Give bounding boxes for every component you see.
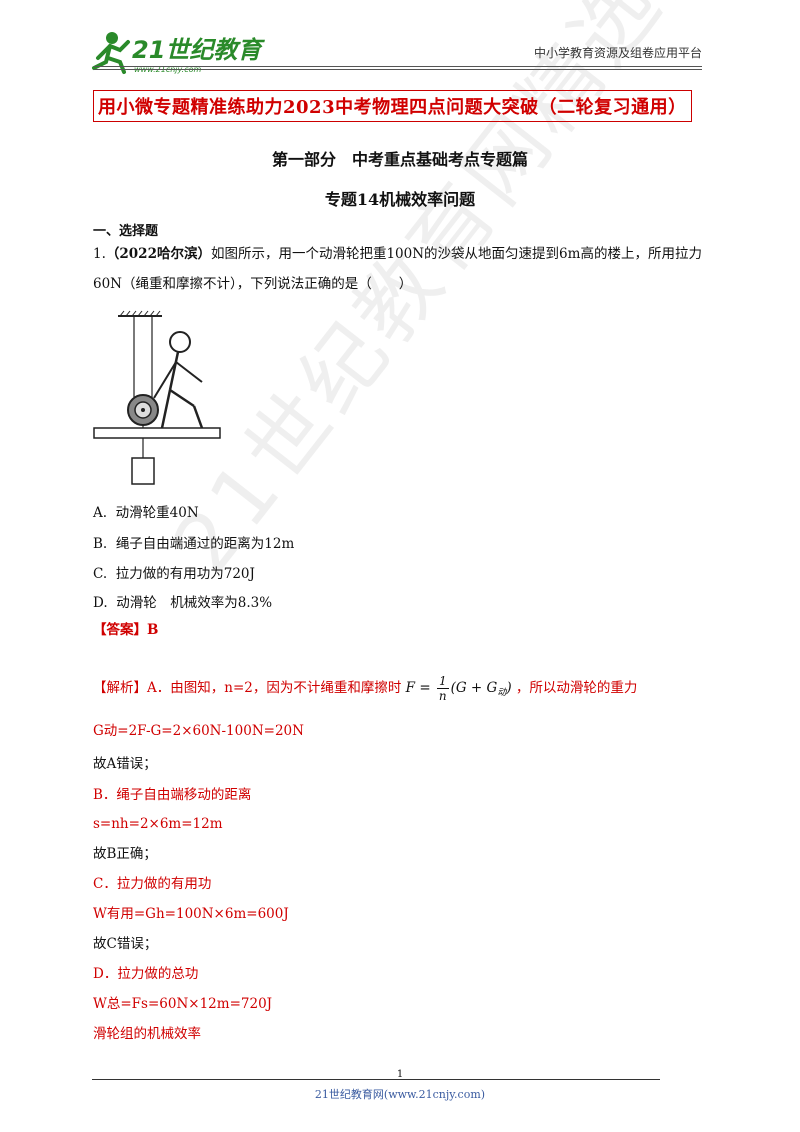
footer-divider bbox=[92, 1079, 660, 1080]
header-divider-2 bbox=[94, 69, 702, 70]
analysis-line: W有用=Gh=100N×6m=600J bbox=[93, 906, 289, 922]
svg-text:21世纪教育: 21世纪教育 bbox=[132, 36, 265, 64]
question-line-1: 1.（2022哈尔滨）如图所示，用一个动滑轮把重100N的沙袋从地面匀速提到6m… bbox=[93, 246, 702, 262]
part-title: 第一部分 中考重点基础考点专题篇 bbox=[271, 150, 528, 169]
page-number: 1 bbox=[396, 1069, 404, 1080]
header-divider bbox=[94, 66, 702, 67]
question-number: 1. bbox=[93, 246, 106, 262]
document-banner-title: 用小微专题精准练助力2023中考物理四点问题大突破（二轮复习通用） bbox=[93, 90, 692, 122]
footer-site: 21世纪教育网(www.21cnjy.com) bbox=[314, 1088, 486, 1101]
question-line-2: 60N（绳重和摩擦不计），下列说法正确的是（ ） bbox=[93, 276, 413, 292]
analysis-line: G动=2F-G=2×60N-100N=20N bbox=[93, 723, 304, 739]
analysis-line: 滑轮组的机械效率 bbox=[93, 1026, 201, 1042]
pulley-figure bbox=[90, 310, 230, 490]
analysis-line: B．绳子自由端移动的距离 bbox=[93, 787, 252, 803]
section-heading: 一、选择题 bbox=[93, 224, 159, 239]
analysis-line: 故C错误； bbox=[93, 936, 158, 952]
option-c: C. 拉力做的有用功为720J bbox=[93, 566, 255, 582]
topic-title: 专题14机械效率问题 bbox=[324, 190, 476, 209]
analysis-line: 故A错误； bbox=[93, 756, 157, 772]
option-a: A. 动滑轮重40N bbox=[93, 505, 199, 521]
analysis-line: 故B正确； bbox=[93, 846, 157, 862]
analysis-line: D．拉力做的总功 bbox=[93, 966, 199, 982]
header-right-text: 中小学教育资源及组卷应用平台 bbox=[533, 46, 702, 60]
answer-line: 【答案】B bbox=[93, 622, 159, 638]
watermark: 21世纪教育网精选资料 bbox=[155, 0, 790, 591]
analysis-line: s=nh=2×6m=12m bbox=[93, 816, 223, 832]
option-d: D. 动滑轮 机械效率为8.3% bbox=[93, 595, 273, 611]
option-b: B. 绳子自由端通过的距离为12m bbox=[93, 536, 295, 552]
analysis-line: W总=Fs=60N×12m=720J bbox=[93, 996, 273, 1012]
analysis-line: C．拉力做的有用功 bbox=[93, 876, 212, 892]
question-text-1: 如图所示，用一个动滑轮把重100N的沙袋从地面匀速提到6m高的楼上，所用拉力 bbox=[210, 246, 702, 262]
question-source: （2022哈尔滨） bbox=[105, 246, 211, 262]
